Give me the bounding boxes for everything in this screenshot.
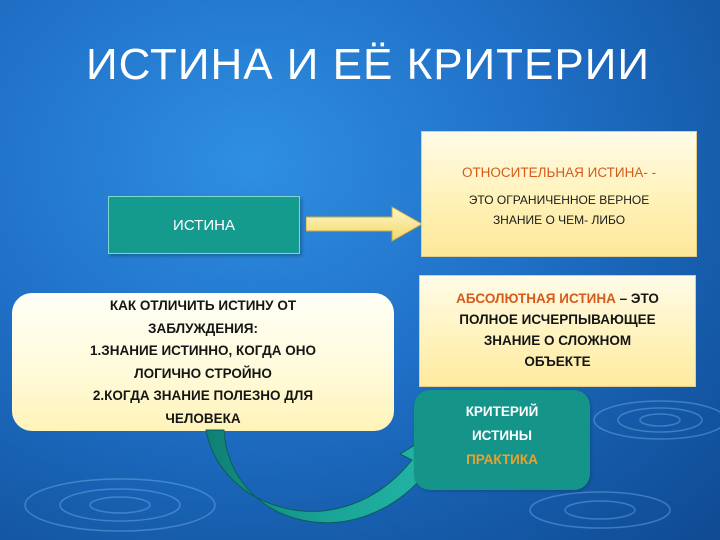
criterion-line: КРИТЕРИЙ bbox=[465, 404, 539, 419]
absolute-truth-line: ОБЪЕКТЕ bbox=[524, 354, 591, 369]
slide-title: ИСТИНА И ЕЁ КРИТЕРИИ bbox=[86, 40, 651, 89]
distinguish-line: 2.КОГДА ЗНАНИЕ ПОЛЕЗНО ДЛЯ bbox=[92, 388, 314, 403]
relative-truth-heading: ОТНОСИТЕЛЬНАЯ ИСТИНА- - bbox=[461, 165, 657, 180]
truth-label: ИСТИНА bbox=[173, 216, 235, 234]
criterion-box: КРИТЕРИЙ ИСТИНЫ ПРАКТИКА bbox=[414, 390, 590, 490]
distinguish-line: ЧЕЛОВЕКА bbox=[165, 410, 241, 426]
distinguish-truth-box: КАК ОТЛИЧИТЬ ИСТИНУ ОТ ЗАБЛУЖДЕНИЯ: 1.ЗН… bbox=[12, 293, 394, 431]
distinguish-line: КАК ОТЛИЧИТЬ ИСТИНУ ОТ bbox=[109, 298, 297, 313]
relative-truth-line: ЭТО ОГРАНИЧЕННОЕ ВЕРНОЕ bbox=[468, 193, 650, 207]
absolute-truth-box: АБСОЛЮТНАЯ ИСТИНА – ЭТО ПОЛНОЕ ИСЧЕРПЫВА… bbox=[419, 275, 696, 387]
right-arrow-icon bbox=[306, 206, 424, 242]
absolute-truth-line: ЗНАНИЕ О СЛОЖНОМ bbox=[483, 333, 632, 348]
relative-truth-line: ЗНАНИЕ О ЧЕМ- ЛИБО bbox=[492, 213, 626, 227]
absolute-truth-heading-rest: – ЭТО bbox=[615, 291, 659, 306]
practice-label: ПРАКТИКА bbox=[466, 452, 538, 467]
distinguish-line: ЗАБЛУЖДЕНИЯ: bbox=[148, 320, 258, 336]
truth-box: ИСТИНА bbox=[108, 196, 300, 254]
distinguish-line: 1.ЗНАНИЕ ИСТИННО, КОГДА ОНО bbox=[90, 343, 316, 358]
distinguish-line: ЛОГИЧНО СТРОЙНО bbox=[134, 365, 272, 381]
relative-truth-box: ОТНОСИТЕЛЬНАЯ ИСТИНА- - ЭТО ОГРАНИЧЕННОЕ… bbox=[421, 131, 697, 257]
criterion-line: ИСТИНЫ bbox=[471, 428, 533, 443]
absolute-truth-heading: АБСОЛЮТНАЯ ИСТИНА bbox=[456, 291, 616, 306]
absolute-truth-line: ПОЛНОЕ ИСЧЕРПЫВАЮЩЕЕ bbox=[459, 312, 656, 327]
